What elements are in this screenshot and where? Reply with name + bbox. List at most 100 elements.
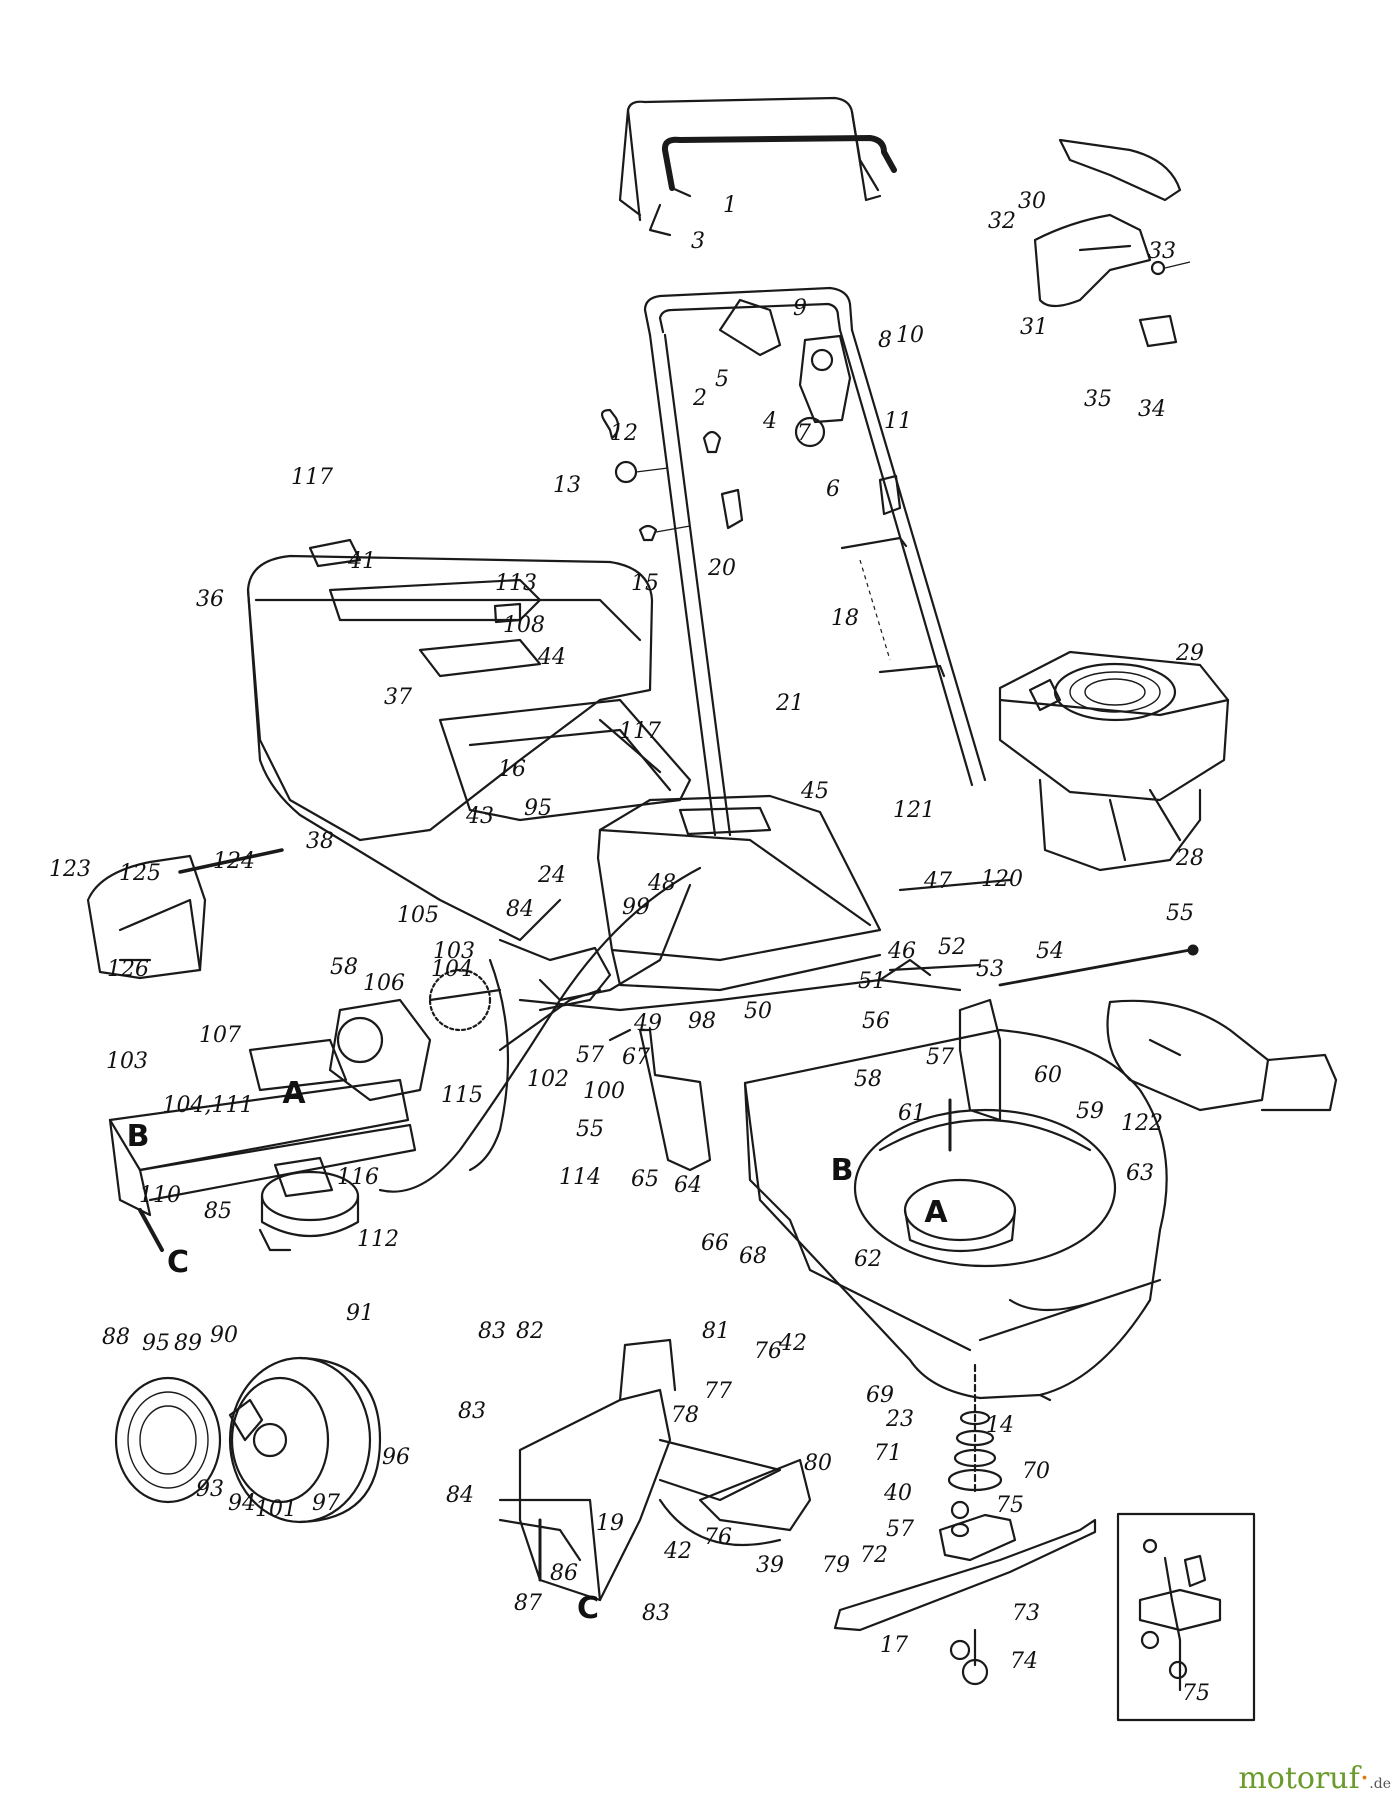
part-label: 81 bbox=[702, 1319, 730, 1344]
part-label: 95 bbox=[524, 796, 552, 821]
part-label: 51 bbox=[858, 969, 886, 994]
part-label: 17 bbox=[880, 1633, 908, 1658]
part-label: 103 bbox=[106, 1049, 148, 1074]
part-label: 123 bbox=[49, 857, 91, 882]
part-label: 35 bbox=[1084, 387, 1112, 412]
part-label: 101 bbox=[255, 1497, 297, 1522]
part-label: 74 bbox=[1010, 1649, 1038, 1674]
part-label: 106 bbox=[363, 971, 405, 996]
part-label: 58 bbox=[330, 955, 358, 980]
part-label: 15 bbox=[631, 571, 659, 596]
part-label: 19 bbox=[596, 1511, 624, 1536]
part-label: 57 bbox=[886, 1517, 914, 1542]
section-mark: B bbox=[127, 1119, 150, 1154]
section-mark: C bbox=[167, 1245, 189, 1280]
part-label: 55 bbox=[1166, 901, 1194, 926]
part-label: 36 bbox=[196, 587, 224, 612]
part-label: 115 bbox=[441, 1083, 483, 1108]
part-label: 53 bbox=[976, 957, 1004, 982]
part-label: 43 bbox=[465, 804, 494, 829]
part-label: 21 bbox=[775, 691, 804, 716]
side-chute bbox=[1106, 999, 1338, 1112]
part-label: 62 bbox=[854, 1247, 882, 1272]
part-label: 3 bbox=[691, 229, 705, 254]
part-label: 59 bbox=[1076, 1099, 1104, 1124]
handle-knobs bbox=[600, 408, 902, 542]
part-label: 41 bbox=[347, 549, 376, 574]
part-label: 112 bbox=[357, 1227, 399, 1252]
part-label: 63 bbox=[1126, 1161, 1154, 1186]
part-label: 66 bbox=[701, 1231, 729, 1256]
part-label: 97 bbox=[312, 1491, 340, 1516]
engine bbox=[998, 650, 1230, 872]
part-label: 42 bbox=[663, 1539, 692, 1564]
part-label: 83 bbox=[642, 1601, 670, 1626]
part-label: 116 bbox=[337, 1165, 379, 1190]
part-label: 70 bbox=[1022, 1459, 1050, 1484]
part-label: 57 bbox=[926, 1045, 954, 1070]
part-label: 79 bbox=[822, 1553, 850, 1578]
part-label: 125 bbox=[119, 861, 161, 886]
part-label: 117 bbox=[619, 719, 661, 744]
part-label: 24 bbox=[537, 863, 566, 888]
part-label: 99 bbox=[622, 895, 650, 920]
part-label: 108 bbox=[503, 613, 545, 638]
part-label: 48 bbox=[647, 871, 676, 896]
watermark-brand: motoruf bbox=[1238, 1761, 1360, 1796]
part-label: 83 bbox=[478, 1319, 506, 1344]
part-label: 2 bbox=[692, 386, 707, 411]
part-label: 34 bbox=[1138, 397, 1166, 422]
part-label: 77 bbox=[704, 1379, 732, 1404]
part-label: 95 bbox=[142, 1331, 170, 1356]
part-label: 124 bbox=[213, 849, 255, 874]
part-label: 54 bbox=[1036, 939, 1064, 964]
part-label: 107 bbox=[199, 1023, 241, 1048]
watermark-logo: motoruf·.de bbox=[1238, 1761, 1391, 1796]
section-mark: B bbox=[831, 1153, 854, 1188]
part-label: 85 bbox=[204, 1199, 232, 1224]
part-label: 126 bbox=[107, 957, 149, 982]
part-label: 20 bbox=[707, 556, 736, 581]
part-label: 52 bbox=[938, 935, 966, 960]
rear-hood bbox=[596, 794, 882, 992]
part-label: 23 bbox=[885, 1407, 914, 1432]
part-label: 1 bbox=[723, 193, 737, 218]
section-mark: A bbox=[282, 1076, 306, 1111]
part-label: 110 bbox=[139, 1183, 181, 1208]
part-label: 75 bbox=[1182, 1681, 1210, 1706]
part-label: 11 bbox=[884, 409, 912, 434]
part-label: 84 bbox=[506, 897, 534, 922]
part-label: 93 bbox=[196, 1477, 224, 1502]
part-label: 104,111 bbox=[163, 1093, 254, 1118]
part-label: 40 bbox=[883, 1481, 912, 1506]
part-label: 75 bbox=[996, 1493, 1024, 1518]
part-label: 83 bbox=[458, 1399, 486, 1424]
part-label: 86 bbox=[550, 1561, 578, 1586]
part-label: 84 bbox=[446, 1483, 474, 1508]
part-label: 50 bbox=[744, 999, 772, 1024]
part-label: 13 bbox=[553, 473, 581, 498]
section-mark: A bbox=[924, 1195, 948, 1230]
mower-deck bbox=[743, 1028, 1168, 1402]
part-label: 71 bbox=[874, 1441, 902, 1466]
part-label: 57 bbox=[576, 1043, 604, 1068]
part-label: 44 bbox=[537, 645, 566, 670]
part-label: 12 bbox=[610, 421, 638, 446]
drive-cable bbox=[378, 866, 702, 1193]
part-label: 31 bbox=[1020, 315, 1048, 340]
part-label: 82 bbox=[516, 1319, 544, 1344]
rear-axle-housing bbox=[108, 1038, 417, 1252]
part-label: 76 bbox=[704, 1525, 732, 1550]
part-label: 73 bbox=[1012, 1601, 1040, 1626]
part-label: 102 bbox=[527, 1067, 569, 1092]
part-label: 90 bbox=[210, 1323, 238, 1348]
blade-stack bbox=[833, 1363, 1097, 1686]
gearbox bbox=[328, 968, 502, 1102]
part-label: 76 bbox=[754, 1339, 782, 1364]
cable-guides bbox=[840, 536, 946, 678]
part-label: 122 bbox=[1121, 1111, 1163, 1136]
part-label: 61 bbox=[898, 1101, 926, 1126]
part-label: 39 bbox=[756, 1553, 784, 1578]
part-label: 37 bbox=[384, 685, 412, 710]
